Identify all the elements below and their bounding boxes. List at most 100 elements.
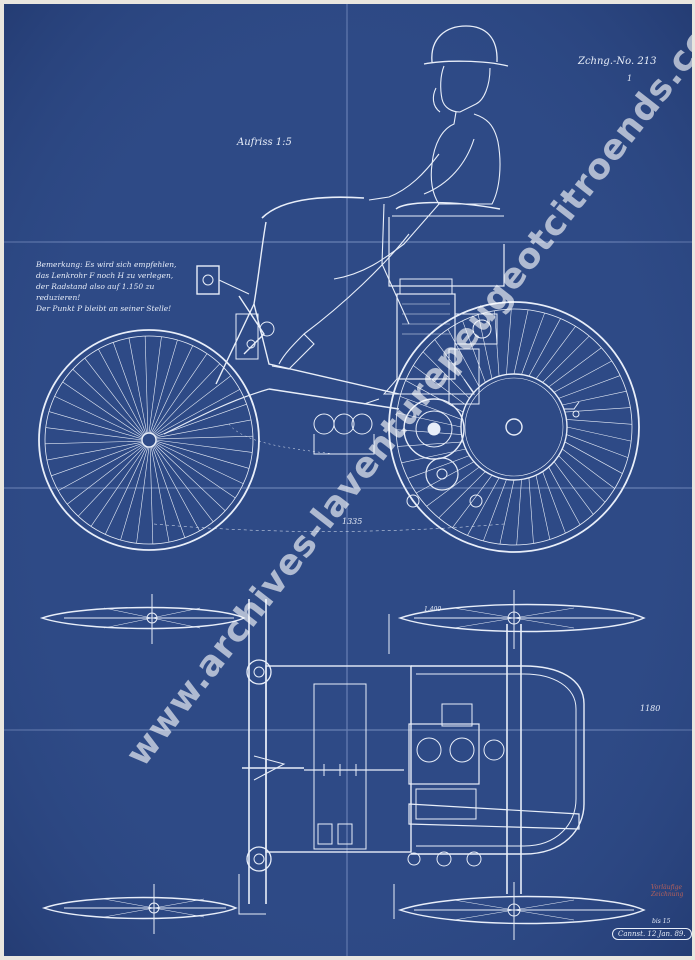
- wheel-spoke: [558, 455, 606, 503]
- wheel-spoke: [562, 390, 627, 406]
- wheel-spoke: [152, 445, 200, 531]
- wheel-spoke: [153, 444, 214, 522]
- side-elevation: [38, 25, 640, 553]
- wheel-spoke: [149, 446, 154, 544]
- wheel-spoke: [566, 426, 632, 442]
- wheel-spoke: [548, 466, 581, 525]
- wheel-spoke: [54, 395, 143, 439]
- wheel-spoke: [447, 329, 480, 388]
- wheel-spoke: [144, 336, 149, 434]
- wheel-spoke: [155, 442, 236, 499]
- page-marker: 1: [627, 74, 633, 83]
- wheel-spoke: [399, 396, 462, 420]
- wheel-spoke: [45, 427, 143, 441]
- wheel-spoke: [521, 312, 545, 375]
- wheel-spoke: [401, 448, 466, 464]
- front-wheel-plan-bottom: [41, 884, 238, 934]
- wheel-spoke: [553, 461, 594, 515]
- wheel-spoke: [45, 440, 143, 445]
- wheel-spoke: [112, 342, 147, 434]
- rear-wheel-plan-top: [397, 590, 646, 649]
- wheel-spoke: [78, 445, 146, 517]
- wheel-spoke: [566, 419, 632, 425]
- date-stamp: Cannst. 12 Jan. 89.: [612, 928, 692, 940]
- dimension-front: 1.400: [424, 606, 442, 613]
- wheel-spoke: [98, 349, 146, 435]
- dimension-wheelbase: 1335: [342, 517, 363, 526]
- wheel-spoke: [516, 479, 522, 545]
- handwritten-note: Bemerkung: Es wird sich empfehlen, das L…: [36, 259, 186, 314]
- wheel-spoke: [452, 475, 493, 528]
- wheel-spoke: [154, 389, 240, 437]
- wheel-spoke: [150, 345, 194, 434]
- wheel-spoke: [513, 309, 529, 375]
- wheel-spoke: [506, 309, 512, 375]
- wheel-spoke: [72, 369, 144, 437]
- wheel-spoke: [462, 320, 486, 383]
- wheel-spoke: [483, 479, 507, 542]
- plan-view: [39, 590, 646, 940]
- wheel-spoke: [155, 440, 250, 469]
- wheel-spoke: [48, 411, 143, 440]
- wheel-spoke: [90, 446, 147, 527]
- note-line: das Lenkrohr F noch H zu verlegen,: [36, 271, 174, 280]
- front-wheel-plan-top: [39, 594, 246, 644]
- wheel-spoke: [155, 419, 252, 439]
- note-line: Der Punkt P bleibt an seiner Stelle!: [36, 304, 172, 313]
- note-line: Bemerkung: Es wird sich empfehlen,: [36, 260, 177, 269]
- wheel-spoke: [407, 455, 470, 479]
- wheel-spoke: [566, 434, 629, 458]
- red-annotation: Vorläufige Zeichnung: [651, 884, 684, 898]
- wheel-spoke: [438, 471, 486, 519]
- wheel-spoke: [528, 477, 534, 544]
- wheel-spoke: [84, 358, 145, 436]
- wheel-spoke: [148, 336, 162, 434]
- wheel-spoke: [136, 446, 150, 544]
- technical-drawing: [4, 4, 692, 956]
- wheel-spoke: [564, 441, 623, 474]
- rear-wheel-side: [388, 301, 640, 553]
- drawing-number: Zchng.-No. 213: [578, 56, 657, 67]
- dimension-track: 1180: [640, 704, 661, 713]
- wheel-spoke: [558, 375, 621, 399]
- wheel-spoke: [499, 479, 515, 545]
- wheel-spoke: [128, 337, 148, 434]
- wheel-spoke: [413, 365, 466, 406]
- wheel-spoke: [155, 435, 253, 440]
- wheel-spoke: [467, 477, 500, 536]
- wheel-spoke: [151, 446, 186, 538]
- wheel-spoke: [151, 353, 208, 434]
- wheel-spoke: [153, 375, 231, 436]
- drawing-title: Aufriss 1:5: [237, 137, 292, 148]
- wheel-spoke: [535, 326, 576, 379]
- wheel-spoke: [477, 314, 493, 379]
- wheel-spoke: [155, 441, 244, 485]
- wheel-spoke: [542, 471, 566, 534]
- wheel-spoke: [46, 441, 143, 461]
- wheel-spoke: [155, 439, 253, 453]
- wheel-spoke: [154, 443, 226, 511]
- wheel-spoke: [542, 335, 590, 383]
- driver-figure: [271, 25, 509, 370]
- note-line: der Radstand also auf 1.150 zu reduziere…: [36, 282, 155, 302]
- wheel-spoke: [120, 446, 149, 541]
- wheel-spoke: [149, 339, 178, 434]
- wheel-spoke: [548, 347, 602, 388]
- wheel-spoke: [422, 351, 470, 399]
- wheel-spoke: [51, 442, 143, 477]
- front-wheel-side: [38, 329, 260, 551]
- wheel-spoke: [104, 446, 148, 535]
- wheel-spoke: [562, 448, 615, 489]
- wheel-spoke: [535, 475, 551, 540]
- wheel-spoke: [67, 444, 145, 505]
- stamp-small: bis 15: [652, 918, 671, 925]
- wheel-spoke: [426, 466, 480, 507]
- wheel-spoke: [150, 446, 170, 543]
- wheel-spoke: [528, 318, 561, 377]
- wheel-spoke: [62, 381, 143, 438]
- rear-wheel-plan-bottom: [397, 882, 646, 940]
- wheel-spoke: [553, 360, 612, 393]
- wheel-spoke: [58, 443, 144, 491]
- wheel-spoke: [152, 363, 220, 435]
- blueprint-sheet: Aufriss 1:5 Zchng.-No. 213 1 Bemerkung: …: [4, 4, 692, 956]
